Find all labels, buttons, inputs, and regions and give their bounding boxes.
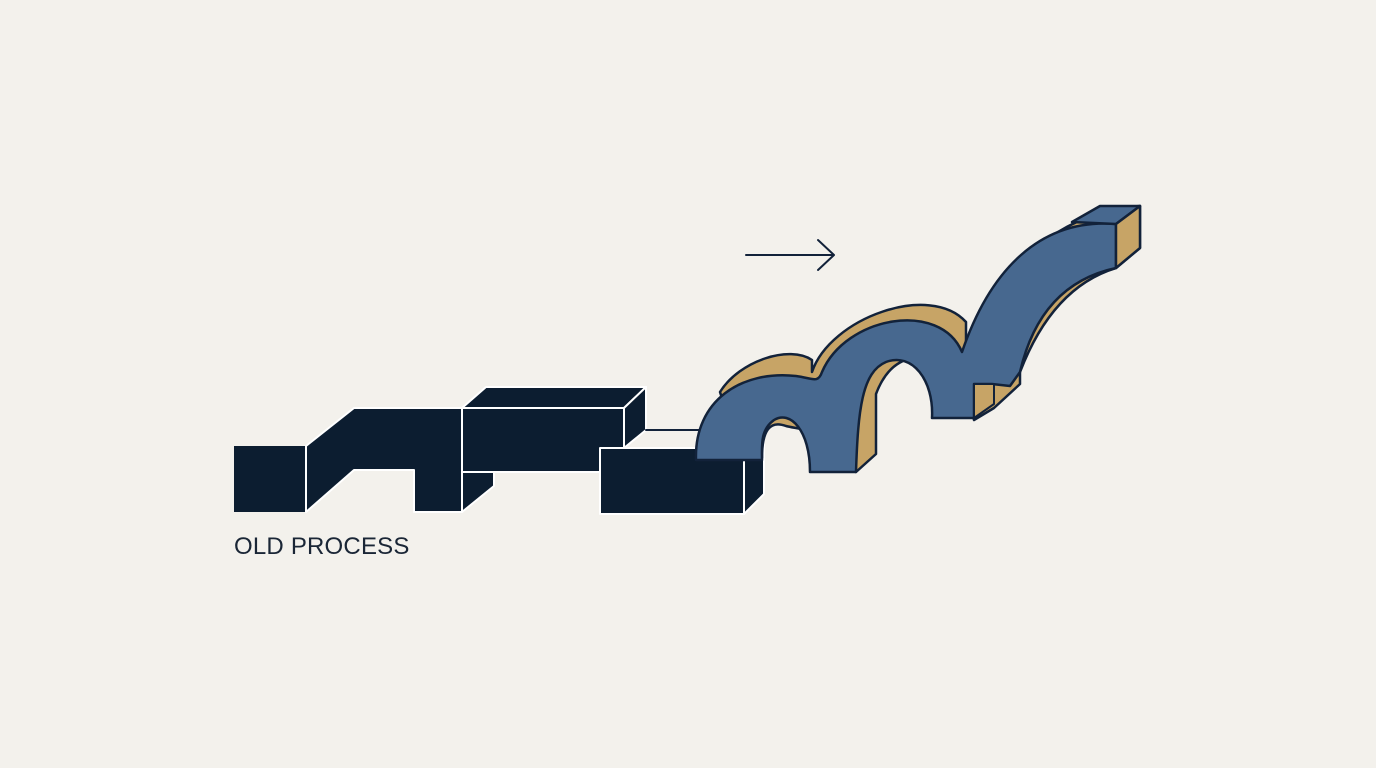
arrow-head <box>817 239 835 271</box>
new-flow-end-cap <box>1114 204 1142 270</box>
new-process-flow <box>694 204 1142 474</box>
old-block-2 <box>305 407 463 513</box>
old-block-3-step <box>461 471 495 513</box>
old-process-blocks <box>234 386 765 515</box>
new-flow-face <box>694 222 1118 474</box>
old-block-3-top <box>461 386 647 409</box>
new-flow-ledge <box>973 383 995 419</box>
old-block-1 <box>234 446 306 512</box>
arrow-right-icon <box>745 239 835 271</box>
old-block-3-front <box>461 407 625 473</box>
old-process-label: OLD PROCESS <box>234 533 410 560</box>
